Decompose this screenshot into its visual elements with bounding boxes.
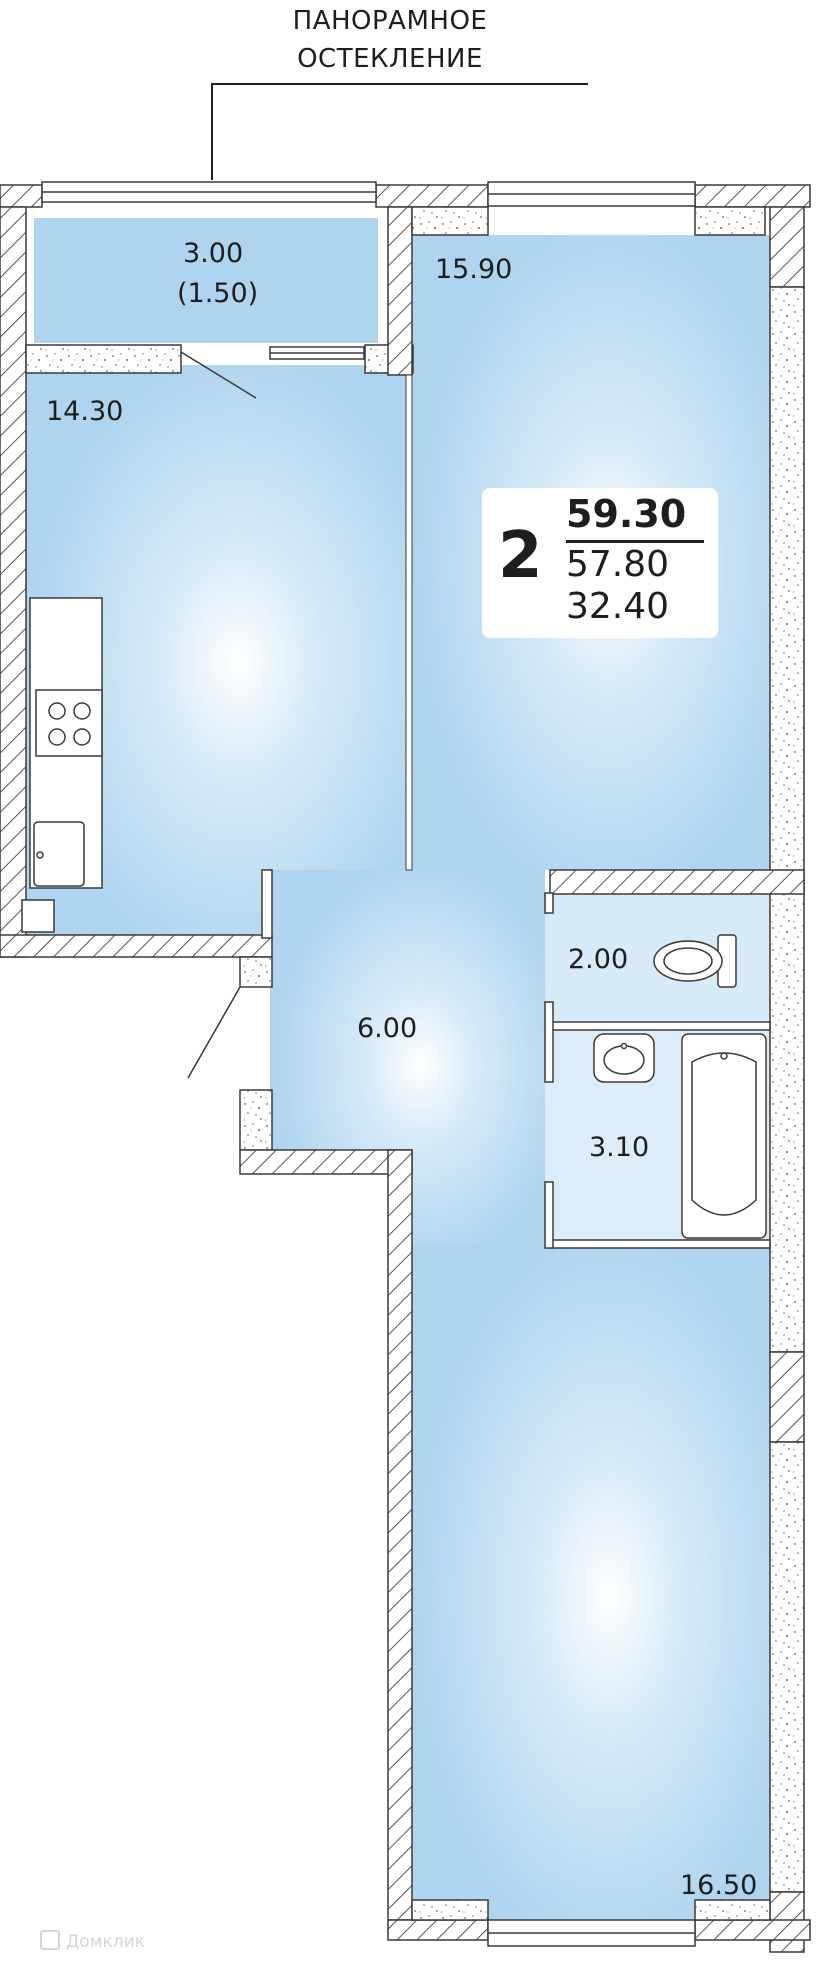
- entrance-door-swing: [187, 986, 241, 1079]
- wall-bath-divider: [549, 1021, 771, 1031]
- washbasin-icon: [593, 1033, 655, 1083]
- area-without-balcony: 57.80: [566, 544, 670, 585]
- wall-bottom-left: [387, 1919, 489, 1941]
- wall-entrance-upper: [239, 956, 273, 988]
- glazing-caption: ПАНОРАМНОЕ ОСТЕКЛЕНИЕ: [250, 2, 530, 78]
- balcony-door: [180, 346, 365, 399]
- wall-top-speckle-a: [411, 206, 489, 236]
- total-area-underline: [566, 540, 704, 543]
- watermark-text: Домклик: [66, 1932, 145, 1952]
- wall-right-hatch-mid: [769, 1351, 805, 1443]
- balcony-floor: [34, 218, 378, 343]
- wall-entrance-lower: [239, 1089, 273, 1151]
- wall-hall-left-top: [261, 869, 273, 939]
- sink-icon: [33, 821, 85, 887]
- wall-toilet-left: [544, 892, 554, 914]
- area-balcony-reduced: (1.50): [177, 278, 259, 309]
- area-bedroom-bottom: 16.50: [680, 1870, 758, 1901]
- bathtub-icon: [681, 1033, 767, 1239]
- area-hall: 6.00: [357, 1013, 418, 1044]
- glazing-caption-line1: ПАНОРАМНОЕ: [292, 6, 488, 36]
- wall-corridor-left: [387, 1149, 413, 1921]
- area-bathroom: 3.10: [589, 1132, 650, 1163]
- wall-kitchen-bottom: [0, 934, 273, 958]
- stove-icon: [35, 689, 103, 757]
- toilet-icon: [653, 934, 737, 988]
- fridge-icon: [21, 899, 55, 933]
- windows: [41, 181, 696, 1947]
- glazing-leader-line: [211, 83, 588, 180]
- wall-bottom-speckle-b: [694, 1899, 771, 1921]
- hall-floor: [270, 870, 545, 1245]
- area-balcony: 3.00: [183, 238, 244, 269]
- area-bedroom-top: 15.90: [435, 254, 513, 285]
- wall-hall-bottom: [239, 1149, 413, 1175]
- wall-top-speckle-b: [694, 206, 766, 236]
- living-area: 32.40: [566, 586, 670, 627]
- wall-bottom-right: [694, 1919, 811, 1941]
- wall-top-right: [694, 184, 811, 208]
- wall-right-lower: [769, 1441, 805, 1893]
- glazing-caption-line2: ОСТЕКЛЕНИЕ: [297, 44, 483, 74]
- kitchen-partition: [405, 374, 413, 871]
- wall-wc-left-low: [544, 1181, 554, 1249]
- wall-wc-left-mid: [544, 1001, 554, 1083]
- wall-bottom-speckle-a: [411, 1899, 489, 1921]
- home-icon: [40, 1930, 60, 1950]
- wall-balcony-inner: [25, 344, 182, 374]
- area-toilet: 2.00: [568, 944, 629, 975]
- wall-partition-top: [387, 206, 413, 376]
- walls: [0, 184, 811, 1953]
- wall-left: [0, 206, 27, 958]
- room-count: 2: [498, 519, 543, 593]
- wall-bedroom-divider: [549, 869, 805, 895]
- wall-top-center: [375, 184, 489, 208]
- kitchen-counter: [21, 597, 103, 933]
- area-kitchen-living: 14.30: [46, 396, 124, 427]
- room-floors: [26, 218, 770, 1920]
- wall-top-left: [0, 184, 43, 208]
- watermark: Домклик: [40, 1930, 145, 1952]
- bedroom-bottom-floor: [412, 1245, 770, 1920]
- wall-right-hatch-top: [769, 206, 805, 288]
- total-area: 59.30: [566, 492, 687, 536]
- wall-right: [769, 286, 805, 1353]
- wall-bath-bottom: [549, 1239, 771, 1249]
- summary-card: 2 59.30 57.80 32.40: [482, 488, 718, 638]
